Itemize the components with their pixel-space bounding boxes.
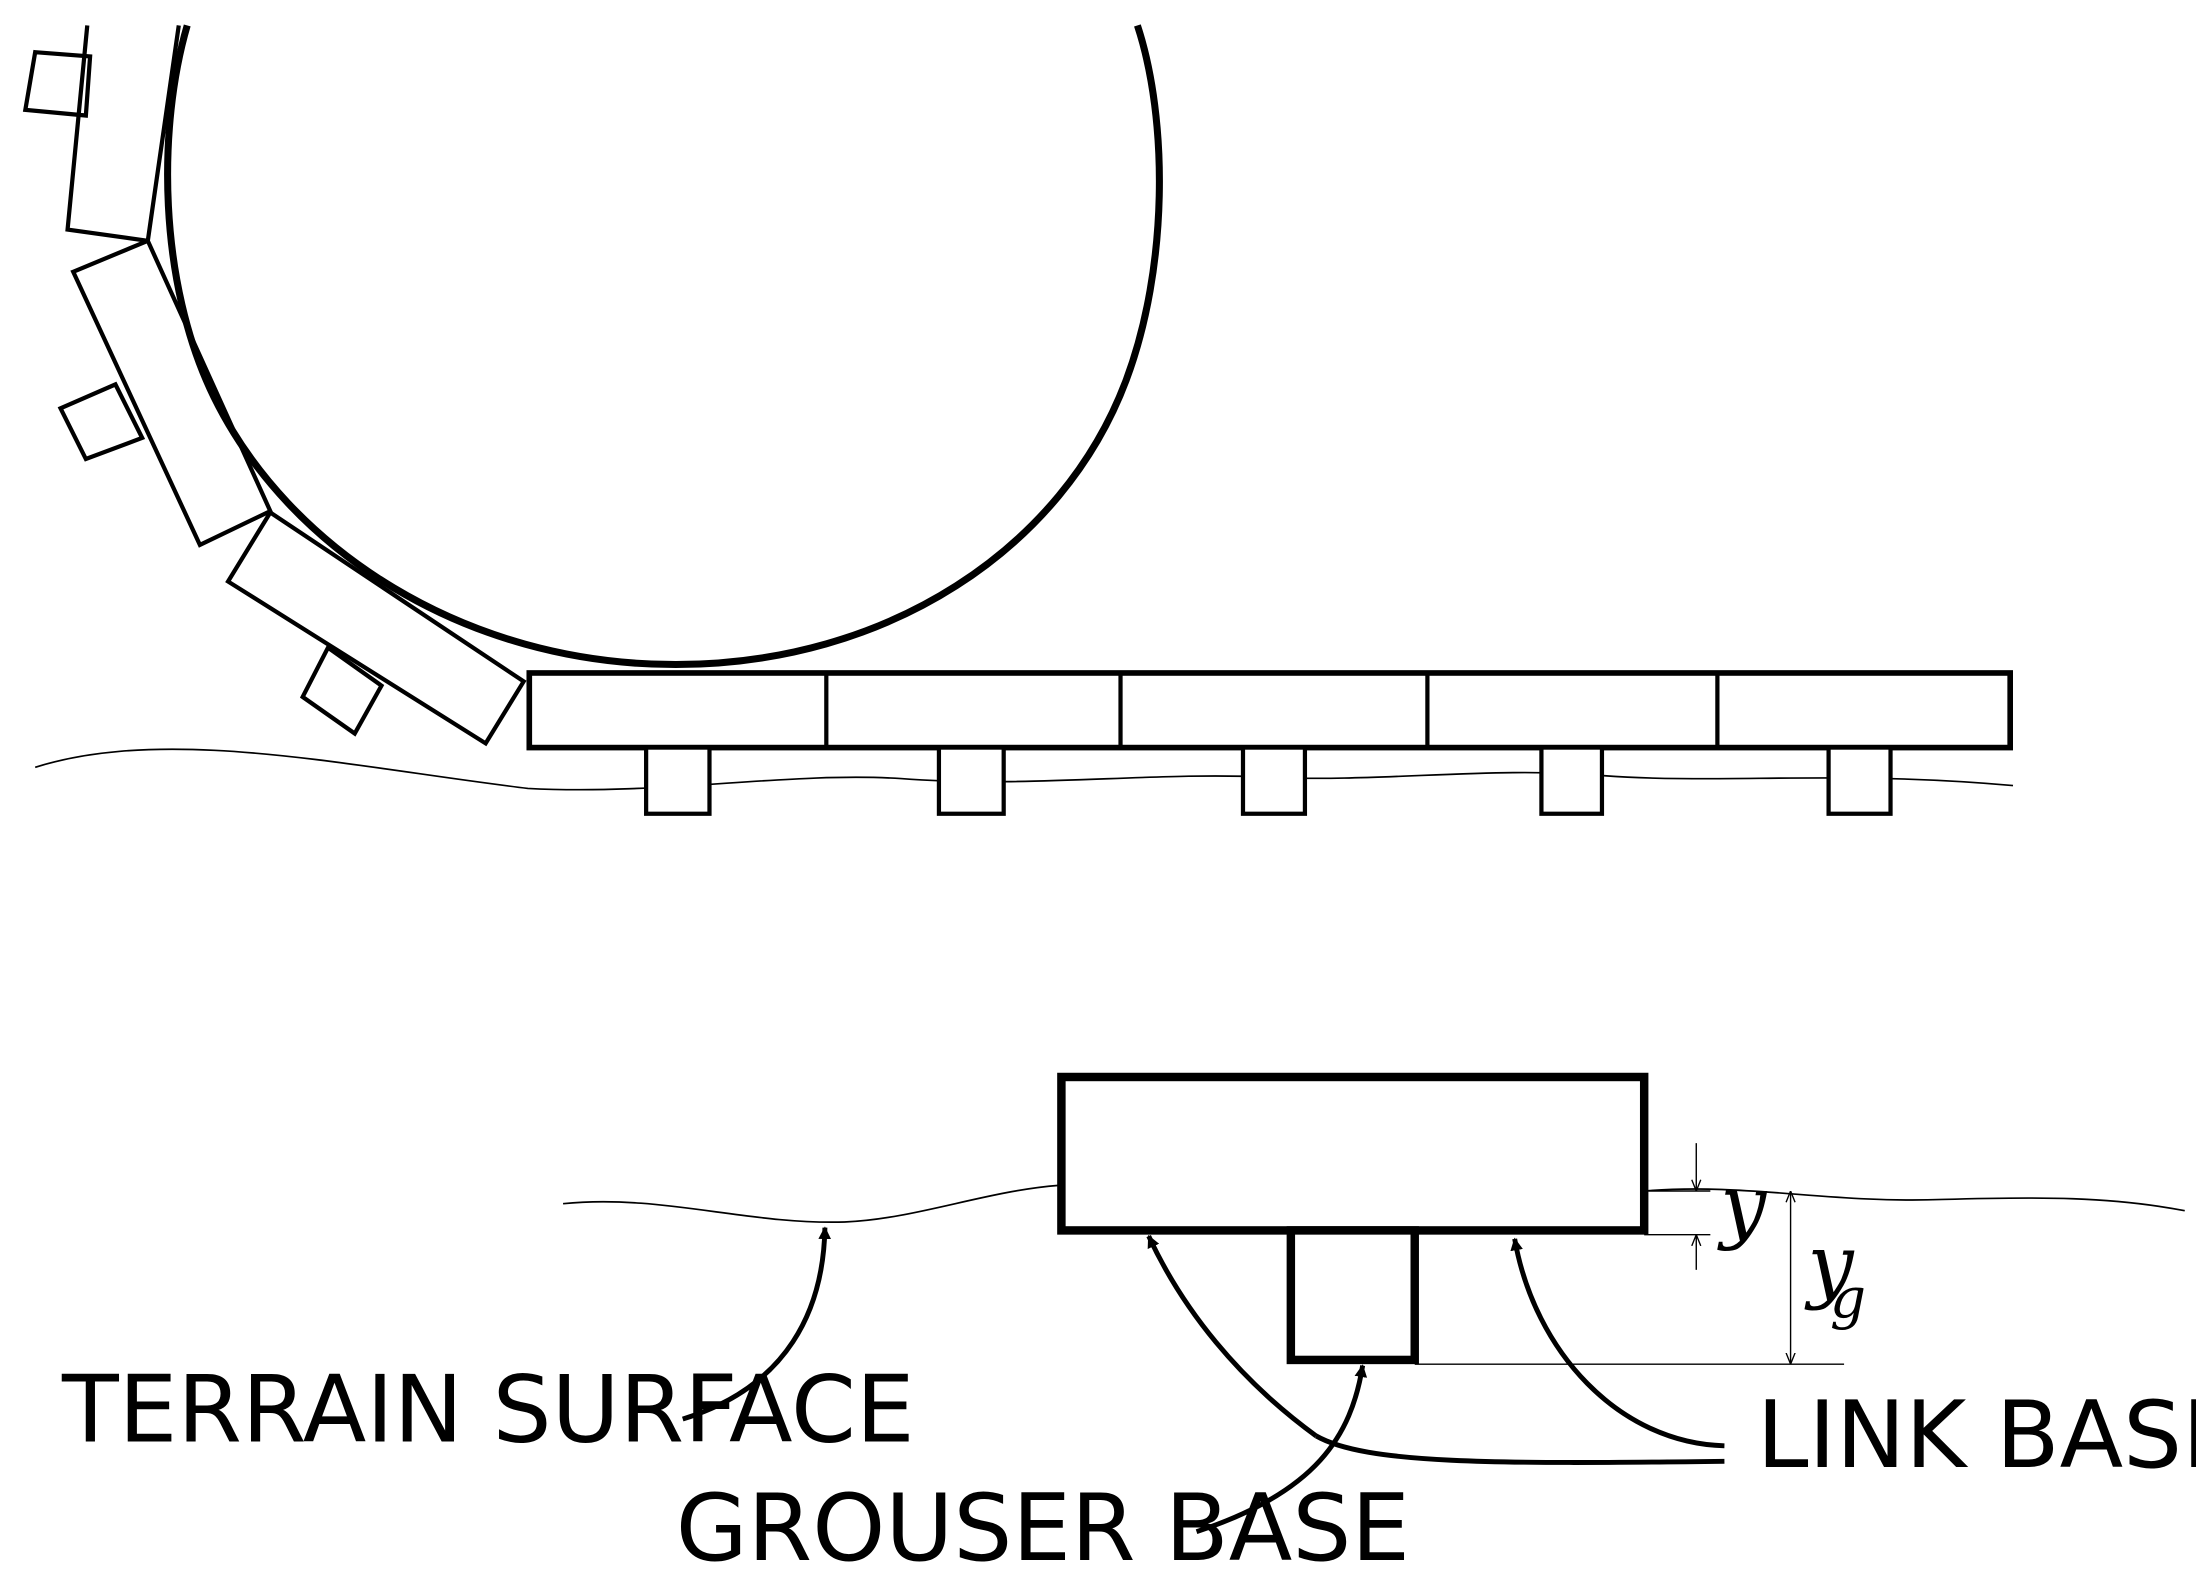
- wrapped-link-1: [22, 25, 181, 244]
- wrapped-link-2: [57, 238, 274, 548]
- link-detail-scene: y y g TERRAIN SURFACE LINK BASE GROUSER …: [61, 1072, 2196, 1574]
- grouser-base-rect: [1286, 1226, 1419, 1365]
- dimension-yg-subscript: g: [1830, 1267, 1866, 1332]
- grouser-top-1: [644, 745, 712, 816]
- link-base-leader-left: [1146, 1234, 1318, 1438]
- wrapped-link-3: [225, 509, 527, 747]
- grouser-top-4: [1539, 745, 1605, 816]
- link-base-rect: [1057, 1072, 1649, 1235]
- dimension-yg-label: y: [1803, 1217, 1854, 1312]
- flat-track-links: [526, 670, 2014, 751]
- link-base-label: LINK BASE: [1757, 1381, 2196, 1489]
- flat-track: [526, 670, 2014, 816]
- terrain-line-top: [34, 748, 2014, 791]
- dimension-yg: y g: [1414, 1191, 1866, 1365]
- sprocket-wheel: [164, 24, 1163, 669]
- dimension-y-label: y: [1716, 1158, 1767, 1253]
- terrain-surface-leader: [682, 1226, 832, 1422]
- grouser-top-5: [1826, 745, 1893, 816]
- terrain-surface-label: TERRAIN SURFACE: [61, 1356, 915, 1464]
- grouser-base-leader: [1195, 1364, 1368, 1535]
- grouser-top-3: [1240, 745, 1308, 816]
- terrain-line-detail: [562, 1184, 2185, 1223]
- grouser-base-label: GROUSER BASE: [676, 1474, 1410, 1574]
- link-base-leader-right: [1510, 1237, 1725, 1449]
- grouser-top-2: [936, 745, 1006, 816]
- dimension-y: y: [1644, 1143, 1767, 1270]
- link-base-leader-bridge: [1314, 1433, 1725, 1465]
- top-track-scene: [22, 24, 2014, 816]
